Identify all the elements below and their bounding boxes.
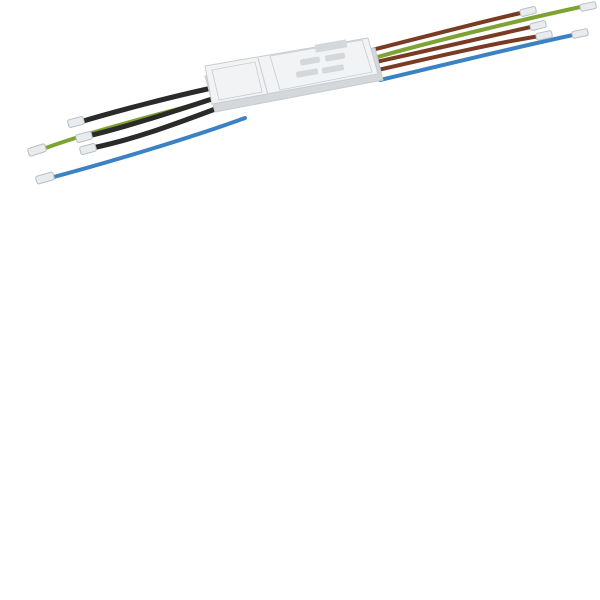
- right-ferrules: [519, 1, 597, 41]
- wire-right-brown-3: [376, 34, 542, 72]
- wire-left-black-1: [77, 85, 215, 125]
- clamp-slot-1: [299, 56, 321, 66]
- ferrule-left-2: [67, 116, 85, 128]
- wire-left-black-3: [89, 105, 221, 151]
- housing-divider: [257, 57, 269, 96]
- wire-right-brown-1: [370, 10, 527, 52]
- ferrule-right-4: [535, 30, 553, 41]
- junction-box: [204, 37, 384, 113]
- ferrule-right-1: [519, 6, 537, 17]
- wire-right-brown-2: [374, 24, 537, 64]
- left-wires: [38, 85, 247, 180]
- clamp-slot-2: [324, 52, 346, 62]
- ferrule-right-2: [579, 1, 597, 12]
- wire-left-blue: [48, 116, 247, 180]
- ferrule-right-5: [571, 28, 589, 39]
- clamp-slot-4: [321, 64, 345, 74]
- wire-right-blue: [378, 32, 580, 82]
- ferrule-right-3: [529, 20, 547, 31]
- wire-right-green-yellow: [372, 4, 587, 60]
- wire-left-black-2: [85, 95, 218, 139]
- left-ferrules: [27, 116, 97, 185]
- label-area: [314, 39, 348, 53]
- housing-left-panel: [211, 61, 263, 101]
- ferrule-left-1: [27, 143, 47, 157]
- right-wires: [370, 4, 587, 82]
- clamp-slot-3: [295, 68, 319, 78]
- ferrule-left-4: [79, 143, 97, 155]
- ferrule-left-3: [75, 131, 93, 143]
- ferrule-left-5: [35, 171, 55, 185]
